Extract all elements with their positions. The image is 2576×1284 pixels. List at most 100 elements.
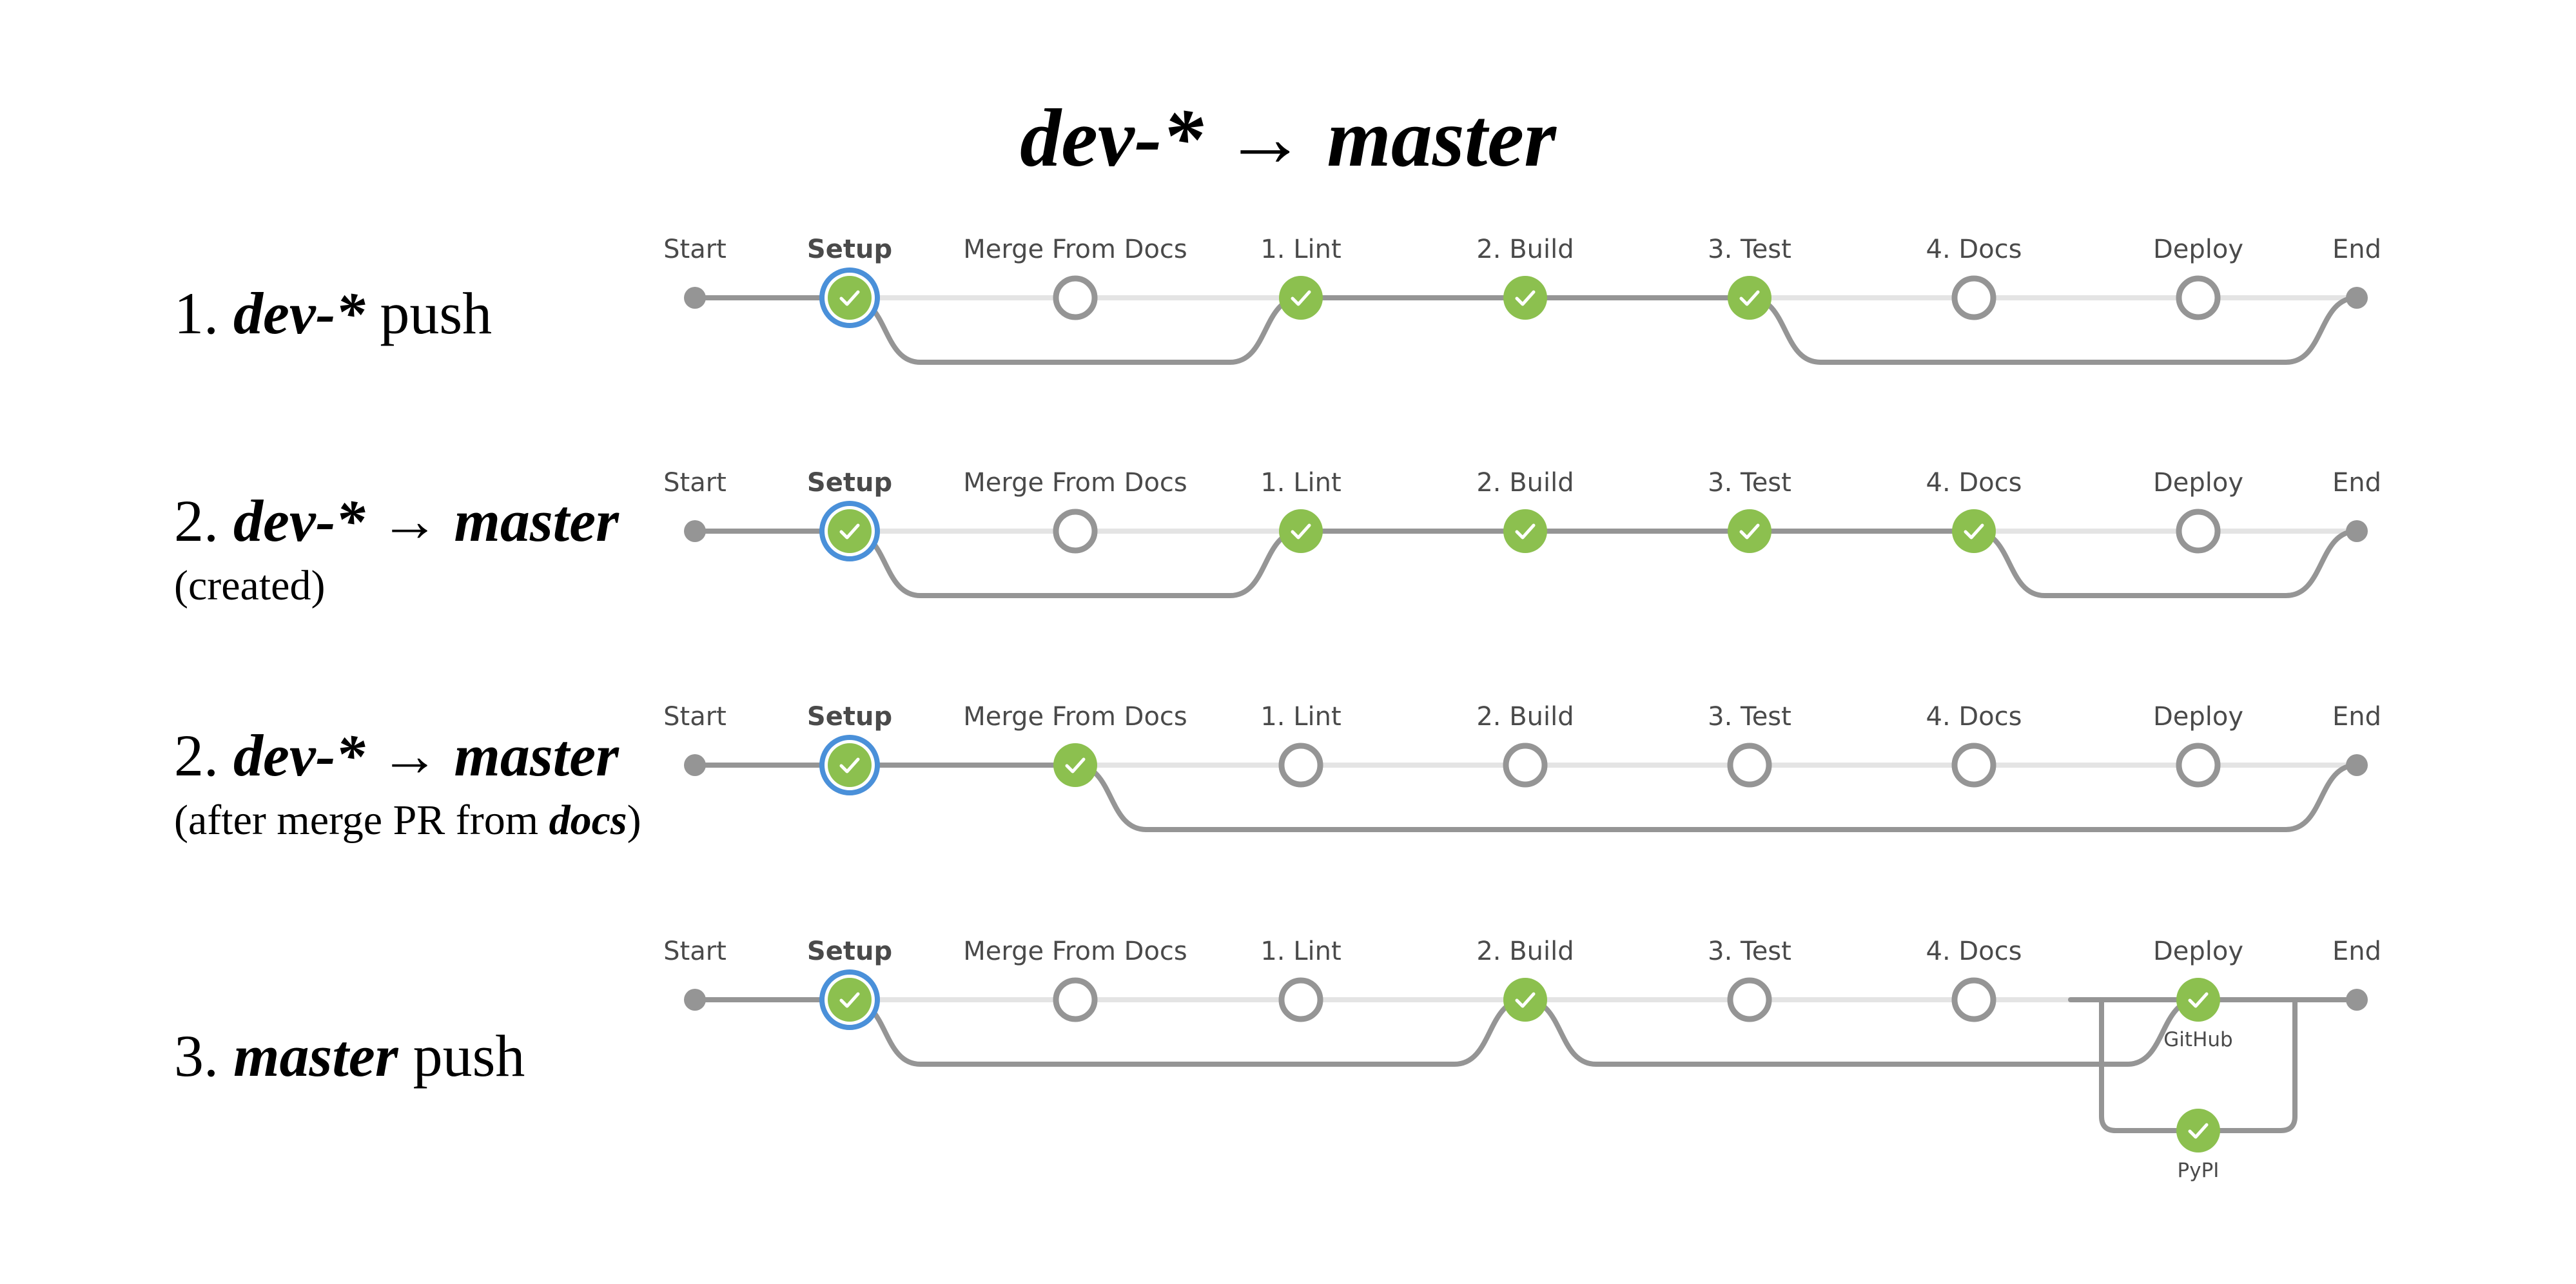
check-icon: [1291, 290, 1311, 306]
stage-label-1-lint: 1. Lint: [1260, 235, 1341, 264]
stage-node-start: [684, 287, 706, 309]
stage-node-setup[interactable]: [828, 743, 872, 787]
row-label-pr-created: 2. dev-* → master (created): [174, 488, 619, 609]
stage-label-merge-from-docs: Merge From Docs: [963, 937, 1187, 966]
stage-node-2-build[interactable]: [1503, 978, 1547, 1022]
success-status-icon: [2176, 1109, 2220, 1153]
stage-label-3-test: 3. Test: [1708, 235, 1791, 264]
stage-label-deploy: Deploy: [2153, 702, 2243, 732]
stage-node-deploy[interactable]: [2176, 275, 2221, 320]
stage-node-merge-from-docs[interactable]: [1053, 509, 1098, 554]
skip-bypass-path: [1523, 997, 2201, 1067]
stage-label-1-lint: 1. Lint: [1260, 937, 1341, 966]
stage-node-3-test[interactable]: [1727, 743, 1772, 788]
stage-node-deploy[interactable]: [2176, 509, 2221, 554]
branch-node-pypi[interactable]: [2176, 1109, 2220, 1153]
stage-label-2-build: 2. Build: [1476, 937, 1574, 966]
stage-node-2-build[interactable]: [1503, 509, 1547, 553]
stage-label-setup: Setup: [807, 702, 892, 732]
stage-node-1-lint[interactable]: [1278, 977, 1323, 1022]
stage-label-end: End: [2332, 702, 2381, 732]
check-icon: [1291, 523, 1311, 540]
check-icon: [839, 757, 860, 773]
success-status-icon: [828, 276, 872, 320]
stage-label-deploy: Deploy: [2153, 937, 2243, 966]
branch-label-github: GitHub: [2163, 1028, 2232, 1051]
stage-node-4-docs[interactable]: [1951, 743, 1996, 788]
branch-label-pypi: PyPI: [2178, 1159, 2220, 1182]
stage-label-setup: Setup: [807, 468, 892, 498]
diagram-title: dev-* → master: [1020, 92, 1556, 184]
stage-node-2-build[interactable]: [1503, 276, 1547, 320]
stage-label-deploy: Deploy: [2153, 468, 2243, 498]
check-icon: [1515, 992, 1536, 1008]
branch-node-github[interactable]: [2176, 978, 2220, 1022]
success-status-icon: [1728, 509, 1771, 553]
success-status-icon: [1952, 509, 1996, 553]
stage-node-3-test[interactable]: [1727, 977, 1772, 1022]
success-status-icon: [1503, 509, 1547, 553]
success-status-icon: [1503, 276, 1547, 320]
stage-label-merge-from-docs: Merge From Docs: [963, 235, 1187, 264]
stage-node-merge-from-docs[interactable]: [1053, 275, 1098, 320]
success-status-icon: [2176, 978, 2220, 1022]
skip-bypass-path: [1073, 763, 2359, 832]
stage-node-start: [684, 520, 706, 542]
stage-label-2-build: 2. Build: [1476, 235, 1574, 264]
stage-node-end: [2346, 520, 2368, 542]
stage-label-4-docs: 4. Docs: [1926, 468, 2022, 498]
pipeline-row-1: Start Setup Merge From Docs 1. Lint 2. Build…: [663, 235, 2381, 365]
stage-label-start: Start: [663, 937, 727, 966]
stage-node-deploy[interactable]: [2176, 743, 2221, 788]
stage-node-2-build[interactable]: [1503, 743, 1548, 788]
check-icon: [2188, 1123, 2209, 1139]
stage-node-4-docs[interactable]: [1952, 509, 1996, 553]
row-label-dev-push: 1. dev-* push: [174, 280, 493, 346]
stage-node-setup[interactable]: [828, 276, 872, 320]
stage-node-merge-from-docs[interactable]: [1053, 977, 1098, 1022]
stage-node-1-lint[interactable]: [1279, 509, 1323, 553]
stage-node-3-test[interactable]: [1728, 276, 1771, 320]
stage-node-4-docs[interactable]: [1951, 275, 1996, 320]
success-status-icon: [1728, 276, 1771, 320]
stage-label-2-build: 2. Build: [1476, 468, 1574, 498]
success-status-icon: [1053, 743, 1097, 787]
stage-node-4-docs[interactable]: [1951, 977, 1996, 1022]
stage-label-4-docs: 4. Docs: [1926, 937, 2022, 966]
check-icon: [1964, 523, 1984, 540]
skip-bypass-path: [1971, 529, 2359, 598]
success-status-icon: [828, 978, 872, 1022]
check-icon: [1739, 523, 1760, 540]
stage-node-1-lint[interactable]: [1279, 276, 1323, 320]
stage-node-1-lint[interactable]: [1278, 743, 1323, 788]
stage-label-end: End: [2332, 937, 2381, 966]
stage-node-setup[interactable]: [828, 978, 872, 1022]
check-icon: [1065, 757, 1086, 773]
stage-label-end: End: [2332, 468, 2381, 498]
stage-node-setup[interactable]: [828, 509, 872, 553]
success-status-icon: [828, 509, 872, 553]
check-icon: [2188, 992, 2209, 1008]
stage-label-4-docs: 4. Docs: [1926, 235, 2022, 264]
stage-node-start: [684, 754, 706, 776]
stage-node-merge-from-docs[interactable]: [1053, 743, 1097, 787]
stage-label-setup: Setup: [807, 235, 892, 264]
stage-label-3-test: 3. Test: [1708, 468, 1791, 498]
row-label-pr-after-merge: 2. dev-* → master (after merge PR from d…: [174, 723, 641, 844]
skip-bypass-path: [847, 295, 1303, 365]
check-icon: [839, 290, 860, 306]
stage-label-start: Start: [663, 235, 727, 264]
stage-label-2-build: 2. Build: [1476, 702, 1574, 732]
success-status-icon: [828, 743, 872, 787]
stage-label-1-lint: 1. Lint: [1260, 468, 1341, 498]
check-icon: [1515, 523, 1536, 540]
stage-node-3-test[interactable]: [1728, 509, 1771, 553]
stage-node-start: [684, 989, 706, 1011]
stage-node-end: [2346, 989, 2368, 1011]
skip-bypass-path: [847, 997, 1528, 1067]
stage-label-deploy: Deploy: [2153, 235, 2243, 264]
check-icon: [839, 992, 860, 1008]
success-status-icon: [1279, 276, 1323, 320]
